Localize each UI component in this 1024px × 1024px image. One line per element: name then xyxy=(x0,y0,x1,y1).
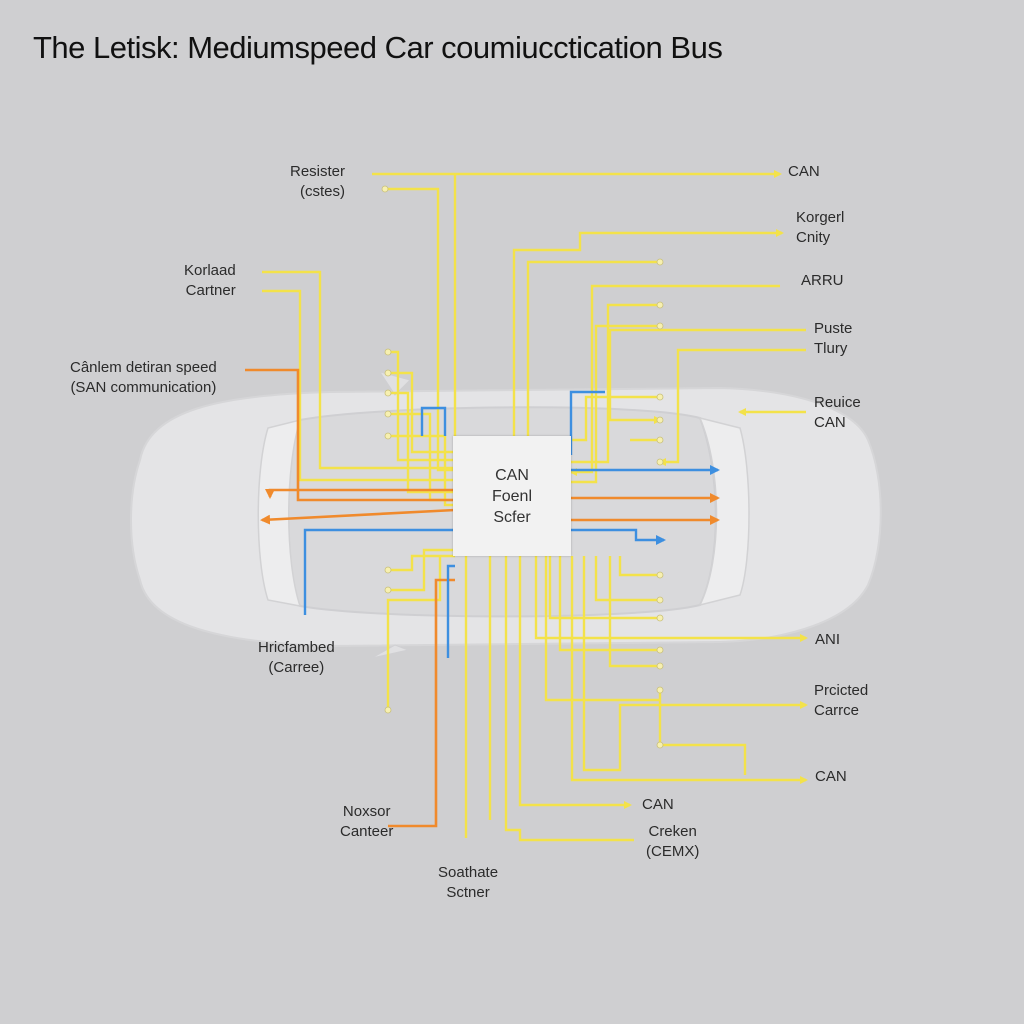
label-creken: Creken(CEMX) xyxy=(646,823,700,860)
blue-wires xyxy=(303,390,720,658)
connector-dot xyxy=(656,662,664,670)
connector-dot xyxy=(384,410,392,418)
wire-yellow-upper-right xyxy=(569,284,780,476)
wire-yellow-upper-right xyxy=(658,348,806,466)
label-can-top: CAN xyxy=(788,163,820,180)
wire-yellow-upper-left xyxy=(388,350,455,462)
connector-dot xyxy=(656,614,664,622)
car-mirror-left xyxy=(378,371,411,396)
wire-yellow-upper-right xyxy=(526,260,660,436)
wire-yellow-lower xyxy=(618,556,660,577)
connector-dot xyxy=(656,646,664,654)
car-rear-window xyxy=(698,416,750,607)
connector-dot xyxy=(384,586,392,594)
wire-yellow-lower xyxy=(608,556,660,668)
wire-orange xyxy=(265,488,455,499)
wire-yellow-lower xyxy=(570,556,808,784)
wire-blue xyxy=(569,390,605,455)
label-hricfambed: Hricfambed(Carree) xyxy=(258,639,335,676)
wire-yellow-lower xyxy=(658,690,747,775)
wire-yellow-lower xyxy=(582,556,808,772)
connector-dot xyxy=(656,458,664,466)
car-windshield xyxy=(257,418,302,607)
orange-wires xyxy=(245,368,720,828)
connector-dot xyxy=(656,596,664,604)
wire-blue xyxy=(446,564,455,658)
car-mirror-right xyxy=(371,644,410,659)
connector-dot xyxy=(384,706,392,714)
wire-yellow-upper-left xyxy=(388,371,455,454)
label-resister: Resister(cstes) xyxy=(290,163,346,200)
wire-orange xyxy=(245,368,455,502)
label-arru: ARRU xyxy=(801,272,844,289)
wire-yellow-lower xyxy=(534,556,808,642)
wire-yellow-lower xyxy=(558,556,660,652)
wire-yellow-upper-left xyxy=(262,289,455,482)
connector-dot xyxy=(656,322,664,330)
wire-yellow-upper-left xyxy=(262,270,455,470)
wire-yellow-upper-left xyxy=(388,434,455,507)
connector-dot xyxy=(384,566,392,574)
wire-yellow-upper-right xyxy=(571,324,660,484)
wire-yellow-upper-right xyxy=(512,229,784,436)
wire-yellow-lower xyxy=(594,556,660,602)
module-line-3: Scfer xyxy=(493,508,531,526)
diagram-title: The Letisk: Mediumspeed Car coumiucctica… xyxy=(33,30,723,65)
connector-dot xyxy=(384,369,392,377)
wire-yellow-upper-right xyxy=(571,395,660,442)
connector-dot xyxy=(656,741,664,749)
wire-yellow-upper-left xyxy=(388,391,455,494)
wire-yellow-lower xyxy=(548,556,660,620)
label-ani: ANI xyxy=(815,631,841,648)
connector-dot xyxy=(656,393,664,401)
wire-yellow-upper-right xyxy=(571,303,660,464)
connector-dot xyxy=(384,389,392,397)
wire-yellow-lower xyxy=(388,554,455,572)
wire-yellow-lower xyxy=(386,556,442,710)
can-control-module: CAN Foenl Scfer xyxy=(453,436,571,556)
wire-blue xyxy=(420,406,447,436)
connector-dot xyxy=(656,301,664,309)
wire-orange xyxy=(260,508,456,525)
wire-orange xyxy=(388,578,455,828)
wire-yellow-lower xyxy=(544,556,660,702)
connector-dot xyxy=(656,571,664,579)
connector-dot xyxy=(384,432,392,440)
wire-yellow-lower xyxy=(388,548,455,592)
wire-blue xyxy=(303,528,455,615)
connector-dot xyxy=(656,436,664,444)
connector-dot xyxy=(656,686,664,694)
wire-yellow-upper-left xyxy=(385,187,455,472)
module-line-1: CAN xyxy=(495,466,529,484)
wire-yellow-lower xyxy=(504,556,634,842)
connector-dot xyxy=(656,416,664,424)
module-line-2: Foenl xyxy=(491,487,533,505)
label-can-low: CAN xyxy=(815,768,847,785)
connector-dot xyxy=(656,258,664,266)
connector-dots xyxy=(381,185,664,749)
label-canlem: Cânlem detiran speed(SAN communication) xyxy=(70,359,217,396)
wire-yellow-upper-right xyxy=(608,328,806,424)
label-can-bottom: CAN xyxy=(642,796,674,813)
wire-blue xyxy=(571,528,666,545)
wire-yellow-lower xyxy=(518,556,632,809)
connector-dot xyxy=(384,348,392,356)
yellow-wires xyxy=(262,170,808,842)
connector-dot xyxy=(381,185,389,193)
